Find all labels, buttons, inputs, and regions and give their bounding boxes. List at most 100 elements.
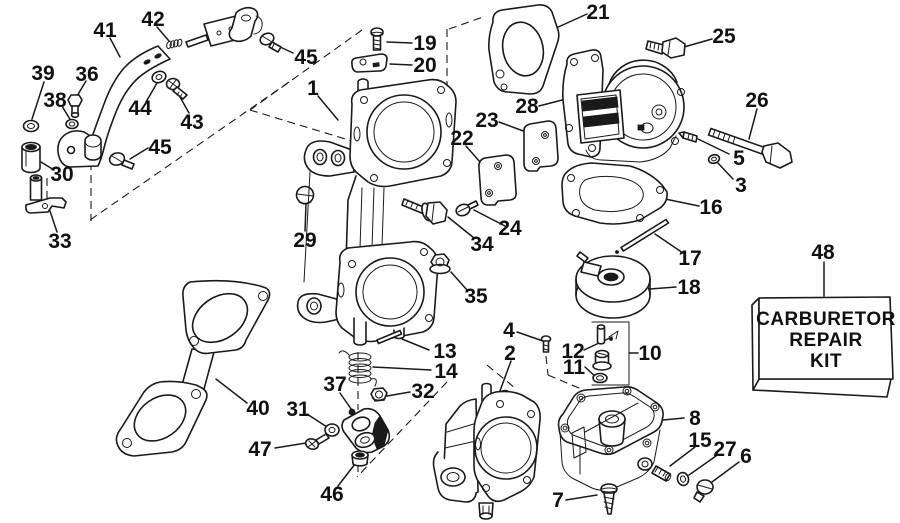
part-33-pin-bracket <box>25 174 67 214</box>
part-13-rod <box>376 329 403 345</box>
part-label-18: 18 <box>677 276 701 299</box>
part-label-27: 27 <box>713 438 736 461</box>
part-17-float-pin <box>615 218 670 254</box>
part-label-23: 23 <box>475 109 498 132</box>
part-label-38: 38 <box>43 89 67 112</box>
part-label-16: 16 <box>699 196 722 219</box>
part-label-29: 29 <box>293 229 316 252</box>
part-7-screw <box>600 483 618 515</box>
part-11-needle-seat <box>592 349 612 384</box>
part-label-26: 26 <box>745 89 768 112</box>
part-label-45-left: 45 <box>148 136 172 159</box>
part-label-46: 46 <box>320 483 343 506</box>
part-45-screw-left <box>108 152 135 170</box>
part-label-40: 40 <box>246 397 269 420</box>
part-label-25: 25 <box>712 25 736 48</box>
kit-box-line-1: CARBURETOR <box>756 309 896 330</box>
part-label-14: 14 <box>434 360 458 383</box>
part-40-gasket <box>115 279 271 457</box>
part-42-spring <box>166 38 183 50</box>
part-21-gasket <box>488 4 560 95</box>
part-label-30: 30 <box>50 163 73 186</box>
part-label-21: 21 <box>586 1 610 24</box>
part-5-needle <box>678 131 698 143</box>
part-label-7: 7 <box>552 489 564 512</box>
part-23-plate <box>523 120 559 172</box>
part-8-float-bowl <box>557 386 664 491</box>
part-label-8: 8 <box>689 407 701 430</box>
part-label-47: 47 <box>248 438 271 461</box>
part-20-plate <box>351 53 388 73</box>
part-44-washer <box>151 70 167 84</box>
part-41-lever-arm <box>57 45 171 168</box>
throttle-shaft-roller <box>185 6 263 48</box>
part-32-nut <box>370 387 388 402</box>
part-label-6: 6 <box>740 445 752 468</box>
part-6-screw <box>693 479 714 503</box>
part-label-36: 36 <box>75 63 98 86</box>
part-26-bolt <box>707 127 793 169</box>
part-label-4: 4 <box>503 319 515 342</box>
kit-box-line-2: REPAIR <box>789 330 862 351</box>
part-43-screw <box>165 77 188 100</box>
part-15-plug <box>651 465 672 482</box>
part-25-bolt <box>645 37 686 59</box>
part-label-32: 32 <box>411 380 434 403</box>
part-label-42: 42 <box>141 8 164 31</box>
part-label-12: 12 <box>561 340 584 363</box>
part-36-bolt <box>67 94 83 119</box>
part-18-float <box>575 251 651 319</box>
part-22-plate <box>478 154 517 206</box>
part-label-2: 2 <box>504 342 516 365</box>
part-4-screw <box>540 335 552 353</box>
part-label-43: 43 <box>180 111 203 134</box>
part-label-48: 48 <box>811 241 835 264</box>
part-label-44: 44 <box>128 97 152 120</box>
part-label-31: 31 <box>286 398 310 421</box>
part-12-pin-clip <box>596 324 619 345</box>
part-label-28: 28 <box>515 95 539 118</box>
part-label-11: 11 <box>563 356 586 379</box>
part-46-cup <box>351 450 369 467</box>
part-28-cover-body <box>562 49 685 163</box>
part-label-20: 20 <box>413 54 436 77</box>
part-38-washer <box>65 118 79 130</box>
part-39-washer <box>22 119 40 133</box>
part-2-carburetor-body <box>432 382 541 520</box>
part-label-37: 37 <box>323 373 346 396</box>
part-1-carburetor-body <box>296 78 457 346</box>
part-10-bracket <box>591 321 630 386</box>
part-label-13: 13 <box>433 340 456 363</box>
part-35-nut <box>429 253 451 275</box>
part-24-screw <box>455 200 479 217</box>
part-27-oring <box>676 471 690 487</box>
kit-box-line-3: KIT <box>810 351 842 372</box>
part-34-bolt <box>401 198 448 225</box>
part-29-plug <box>295 185 315 205</box>
part-label-34: 34 <box>470 233 494 256</box>
part-label-45-top: 45 <box>294 46 318 69</box>
part-label-39: 39 <box>31 62 54 85</box>
part-48-repair-kit-box: CARBURETOR REPAIR KIT <box>751 296 896 398</box>
part-31-washer <box>324 423 340 437</box>
part-label-33: 33 <box>48 230 71 253</box>
part-number-labels: 41 42 45 19 20 21 25 39 36 38 44 43 45 3… <box>31 1 835 512</box>
part-30-spacer <box>21 141 41 174</box>
part-label-24: 24 <box>498 217 522 240</box>
part-37-cam-follower <box>341 407 391 454</box>
part-label-5: 5 <box>733 147 745 170</box>
part-label-3: 3 <box>735 174 747 197</box>
part-45-screw-top <box>259 32 282 53</box>
part-label-22: 22 <box>450 127 473 150</box>
part-47-screw <box>304 433 330 450</box>
part-label-1: 1 <box>307 77 319 100</box>
part-label-17: 17 <box>678 247 701 270</box>
part-3-ring <box>707 153 721 165</box>
part-label-19: 19 <box>413 32 436 55</box>
part-14-spring <box>338 350 377 387</box>
part-label-35: 35 <box>464 285 488 308</box>
part-label-10: 10 <box>638 342 661 365</box>
part-label-15: 15 <box>688 429 712 452</box>
